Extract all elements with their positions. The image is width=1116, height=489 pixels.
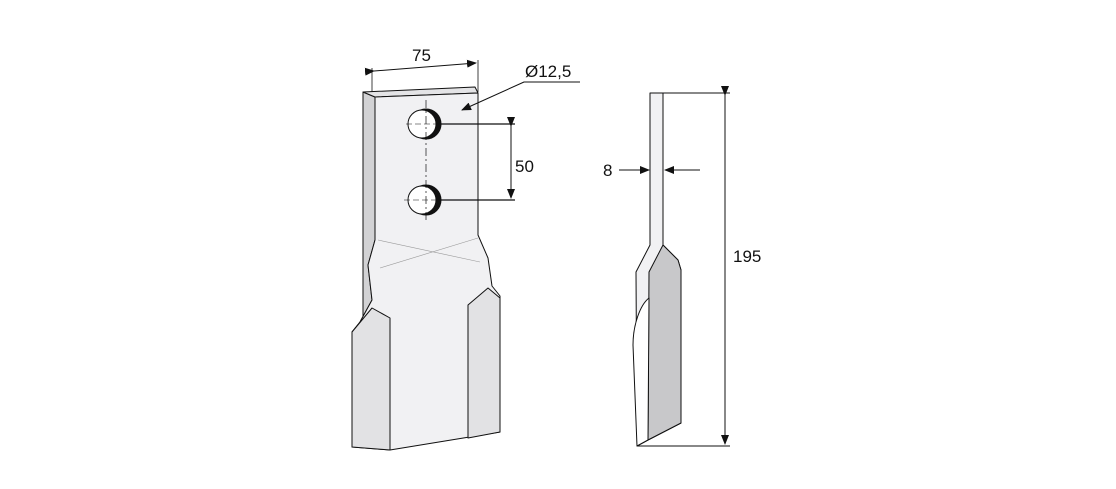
hole-diameter-label: Ø12,5 [525, 62, 571, 81]
right-bevel [467, 287, 501, 439]
twist-line [379, 237, 479, 269]
side-edge-curve [632, 297, 650, 447]
side-view [619, 86, 730, 447]
hole-spacing-label: 50 [515, 157, 534, 176]
twist-line [377, 239, 481, 263]
length-label: 195 [733, 247, 761, 266]
width-dimension-line [364, 59, 477, 76]
width-dimension-label: 75 [412, 46, 431, 65]
left-bevel [351, 307, 391, 451]
hole-leader-line [461, 81, 580, 111]
front-view [351, 59, 580, 451]
thickness-label: 8 [603, 161, 612, 180]
side-bevel [647, 244, 682, 441]
